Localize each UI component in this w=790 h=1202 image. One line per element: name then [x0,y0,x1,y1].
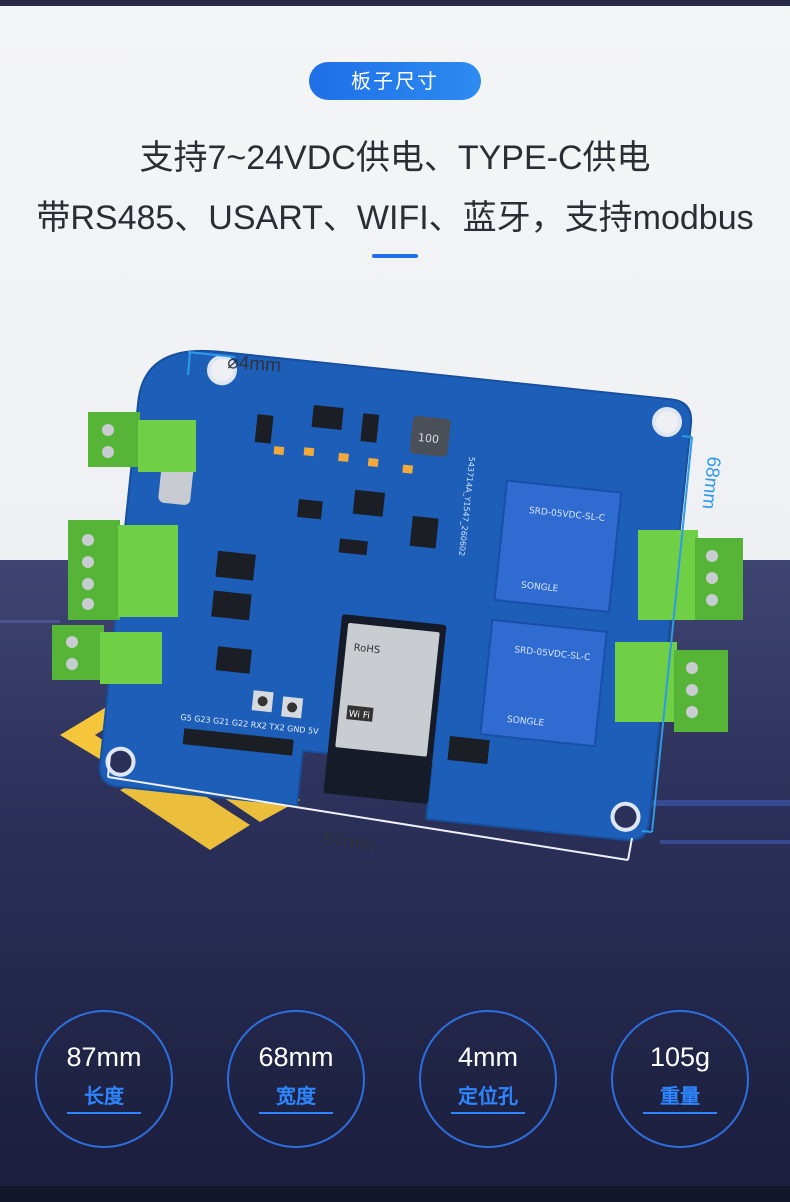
terminal-top-left [88,412,196,472]
bottom-band [0,1186,790,1202]
terminal-left-4pin [68,520,178,620]
mounting-hole [652,406,683,437]
svg-text:SONGLE: SONGLE [521,581,559,595]
leds [273,446,414,474]
stat-width: 68mm 宽度 [227,1010,365,1148]
svg-text:⌀4mm: ⌀4mm [227,352,282,377]
headline-power: 支持7~24VDC供电、TYPE-C供电 [139,139,651,177]
dimension-hole: ⌀4mm [187,351,282,377]
inductor: 100 [409,415,451,457]
svg-text:SONGLE: SONGLE [506,715,544,729]
stat-label: 定位孔 [458,1084,518,1108]
stat-value: 87mm [66,1042,142,1072]
stat-weight: 105g 重量 [611,1010,749,1148]
dimension-height: 68mm [641,435,724,833]
relay-2: SRD-05VDC-SL-C SONGLE [479,618,608,748]
stat-underline [67,1112,141,1114]
stat-label: 宽度 [276,1084,316,1108]
background-streaks [0,620,790,844]
small-ics [211,404,490,765]
mounting-hole [105,746,136,777]
section-tag: 板子尺寸 [309,62,481,100]
mounting-hole [610,801,641,832]
terminal-right-bottom [615,642,728,732]
svg-text:68mm: 68mm [698,455,724,510]
stat-value: 105g [649,1042,711,1072]
board-illustration: SRD-05VDC-SL-C SONGLE SRD-05VDC-SL-C SON… [0,349,790,861]
svg-text:100: 100 [417,431,439,446]
stat-value: 68mm [258,1042,334,1072]
stat-underline [451,1112,525,1114]
mounting-hole [207,355,238,386]
stat-underline [643,1112,717,1114]
svg-text:87mm: 87mm [321,828,376,856]
title-underline [372,254,418,258]
relay-1: SRD-05VDC-SL-C SONGLE [493,479,623,614]
esp32-module: RoHS Wi Fi [323,614,447,804]
terminal-left-2pin [52,625,162,684]
buttons [251,690,304,719]
stat-underline [259,1112,333,1114]
svg-text:RoHS: RoHS [353,643,380,657]
stat-label: 长度 [84,1084,124,1108]
top-bar [0,0,790,6]
terminal-blocks [52,412,743,732]
pcb-board: SRD-05VDC-SL-C SONGLE SRD-05VDC-SL-C SON… [98,349,693,842]
svg-text:Wi Fi: Wi Fi [348,709,370,721]
terminal-right-top [638,530,743,620]
stat-mounting-hole: 4mm 定位孔 [419,1010,557,1148]
stat-value: 4mm [458,1042,518,1072]
headline-features: 带RS485、USART、WIFI、蓝牙，支持modbus [36,199,754,237]
stat-length: 87mm 长度 [35,1010,173,1148]
stat-label: 重量 [660,1084,700,1108]
